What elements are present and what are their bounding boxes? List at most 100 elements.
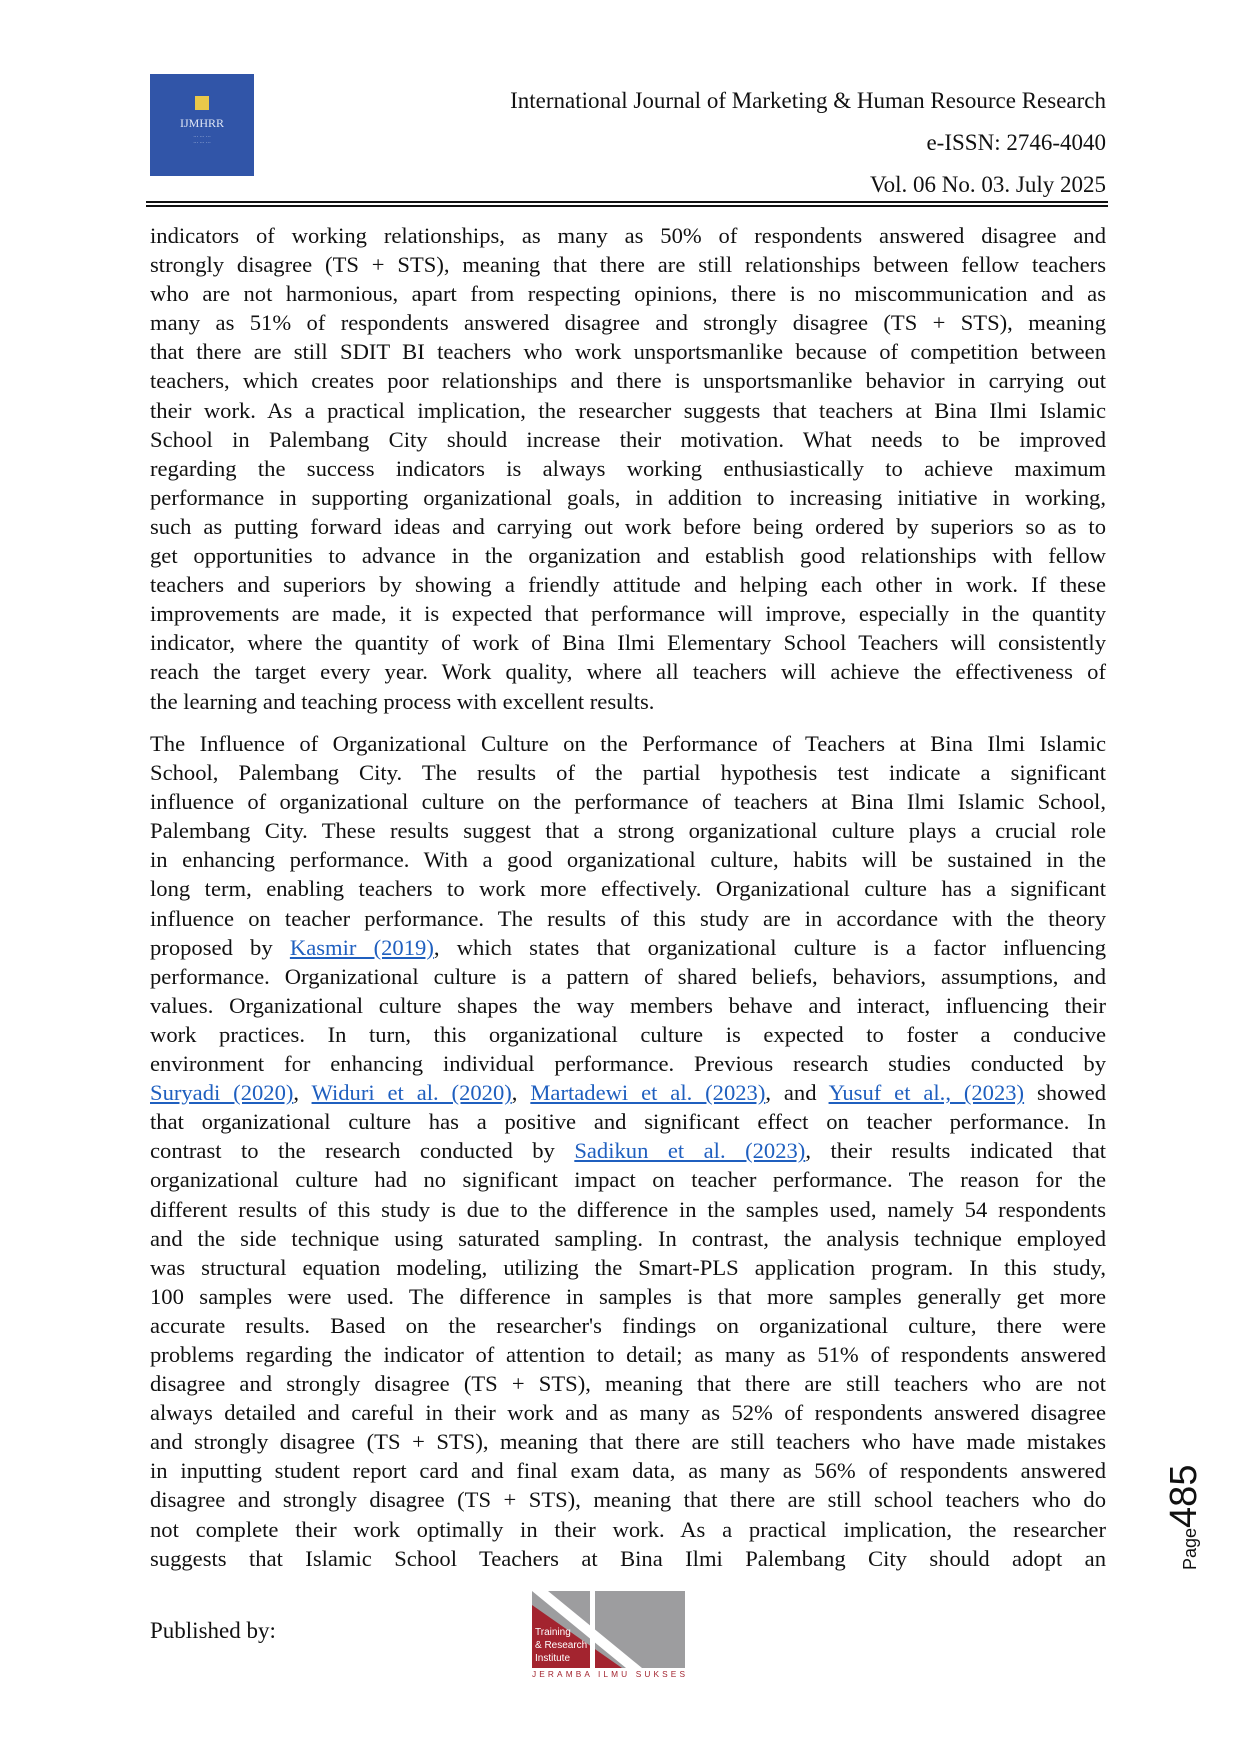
citation-link[interactable]: Suryadi (2020)	[150, 1080, 294, 1106]
text-line: disagree and strongly disagree (TS + STS…	[150, 1485, 1106, 1514]
book-icon	[195, 96, 209, 110]
text-line: and the side technique using saturated s…	[150, 1224, 1106, 1253]
text-segment: , their results indicated that	[805, 1138, 1106, 1164]
text-line: that there are still SDIT BI teachers wh…	[150, 337, 1106, 366]
text-line: influence of organizational culture on t…	[150, 787, 1106, 816]
text-line: proposed by Kasmir (2019), which states …	[150, 933, 1106, 962]
text-line: regarding the success indicators is alwa…	[150, 454, 1106, 483]
text-line: who are not harmonious, apart from respe…	[150, 279, 1106, 308]
journal-volume: Vol. 06 No. 03. July 2025	[870, 172, 1106, 197]
publisher-logo-line: & Research	[535, 1640, 587, 1651]
text-segment: teachers, which creates poor relationshi…	[150, 368, 1106, 394]
text-segment: contrast to the research conducted by	[150, 1138, 575, 1164]
text-line: always detailed and careful in their wor…	[150, 1398, 1106, 1427]
text-line: and strongly disagree (TS + STS), meanin…	[150, 1427, 1106, 1456]
publisher-logo: Training & Research Institute JERAMBA IL…	[532, 1591, 685, 1678]
text-segment: was structural equation modeling, utiliz…	[150, 1254, 1106, 1280]
text-segment: regarding the success indicators is alwa…	[150, 455, 1106, 481]
publisher-logo-line: Institute	[535, 1653, 570, 1664]
page-number-value: 485	[1163, 1464, 1205, 1528]
text-line: different results of this study is due t…	[150, 1195, 1106, 1224]
citation-link[interactable]: Widuri et al. (2020)	[311, 1080, 512, 1106]
journal-issn: e-ISSN: 2746-4040	[926, 130, 1106, 155]
citation-link[interactable]: Yusuf et al., (2023)	[828, 1080, 1025, 1106]
text-segment: and the side technique using saturated s…	[150, 1225, 1106, 1251]
text-segment: many as 51% of respondents answered disa…	[150, 310, 1106, 336]
text-segment: , and	[765, 1080, 829, 1106]
text-segment: suggests that Islamic School Teachers at…	[150, 1545, 1106, 1571]
text-segment: disagree and strongly disagree (TS + STS…	[150, 1487, 1106, 1513]
text-segment: influence of organizational culture on t…	[150, 789, 1106, 815]
text-segment: performance. Organizational culture is a…	[150, 963, 1106, 989]
text-line: organizational culture had no significan…	[150, 1165, 1106, 1194]
header-divider-secondary	[146, 205, 1108, 207]
citation-link[interactable]: Sadikun et al. (2023)	[574, 1138, 806, 1164]
text-line: indicator, where the quantity of work of…	[150, 628, 1106, 657]
page-number: Page485	[1163, 1465, 1206, 1570]
text-segment: long term, enabling teachers to work mor…	[150, 876, 1106, 902]
text-line: accurate results. Based on the researche…	[150, 1311, 1106, 1340]
text-segment: indicator, where the quantity of work of…	[150, 630, 1106, 656]
text-line: suggests that Islamic School Teachers at…	[150, 1544, 1106, 1573]
text-line: The Influence of Organizational Culture …	[150, 729, 1106, 758]
text-segment: ,	[511, 1080, 531, 1106]
text-line: contrast to the research conducted by Sa…	[150, 1136, 1106, 1165]
text-line: work practices. In turn, this organizati…	[150, 1020, 1106, 1049]
text-segment: ,	[293, 1080, 312, 1106]
text-line: in inputting student report card and fin…	[150, 1456, 1106, 1485]
text-line: 100 samples were used. The difference in…	[150, 1282, 1106, 1311]
text-segment: showed	[1024, 1080, 1107, 1106]
body-paragraph-2: The Influence of Organizational Culture …	[150, 729, 1106, 1573]
text-line: indicators of working relationships, as …	[150, 221, 1106, 250]
text-segment: indicators of working relationships, as …	[150, 223, 1106, 248]
text-line: environment for enhancing individual per…	[150, 1049, 1106, 1078]
text-line: the learning and teaching process with e…	[150, 687, 1106, 716]
text-line: improvements are made, it is expected th…	[150, 599, 1106, 628]
text-line: get opportunities to advance in the orga…	[150, 541, 1106, 570]
text-line: Suryadi (2020), Widuri et al. (2020), Ma…	[150, 1078, 1106, 1107]
text-segment: 100 samples were used. The difference in…	[150, 1283, 1106, 1309]
text-line: strongly disagree (TS + STS), meaning th…	[150, 250, 1106, 279]
journal-logo-text: IJMHRR	[179, 116, 224, 130]
text-segment: that there are still SDIT BI teachers wh…	[150, 339, 1106, 365]
text-line: in enhancing performance. With a good or…	[150, 845, 1106, 874]
published-by-label: Published by:	[150, 1618, 276, 1643]
text-segment: , which states that organizational cultu…	[433, 934, 1106, 960]
text-segment: disagree and strongly disagree (TS + STS…	[150, 1371, 1106, 1397]
text-segment: different results of this study is due t…	[150, 1196, 1106, 1222]
text-segment: get opportunities to advance in the orga…	[150, 543, 1106, 569]
text-line: not complete their work optimally in the…	[150, 1515, 1106, 1544]
citation-link[interactable]: Kasmir (2019)	[289, 934, 434, 960]
text-segment: performance in supporting organizational…	[150, 484, 1106, 510]
text-segment: accurate results. Based on the researche…	[150, 1312, 1106, 1338]
text-segment: The Influence of Organizational Culture …	[150, 731, 1106, 756]
text-segment: School in Palembang City should increase…	[150, 426, 1106, 452]
journal-title: International Journal of Marketing & Hum…	[510, 88, 1106, 113]
publisher-tagline: JERAMBA ILMU SUKSES	[532, 1669, 685, 1678]
text-segment: in enhancing performance. With a good or…	[150, 847, 1106, 873]
text-segment: teachers and superiors by showing a frie…	[150, 572, 1106, 598]
text-segment: environment for enhancing individual per…	[150, 1051, 1106, 1077]
text-line: teachers and superiors by showing a frie…	[150, 570, 1106, 599]
header-divider	[146, 201, 1108, 203]
text-segment: strongly disagree (TS + STS), meaning th…	[150, 252, 1106, 278]
text-segment: such as putting forward ideas and carryi…	[150, 513, 1106, 539]
text-line: performance. Organizational culture is a…	[150, 962, 1106, 991]
text-segment: and strongly disagree (TS + STS), meanin…	[150, 1429, 1106, 1455]
text-line: problems regarding the indicator of atte…	[150, 1340, 1106, 1369]
text-segment: Palembang City. These results suggest th…	[150, 818, 1106, 844]
publisher-logo-line: Training	[535, 1627, 571, 1638]
text-segment: organizational culture had no significan…	[150, 1167, 1106, 1193]
text-line: School in Palembang City should increase…	[150, 425, 1106, 454]
text-line: influence on teacher performance. The re…	[150, 904, 1106, 933]
text-line: teachers, which creates poor relationshi…	[150, 366, 1106, 395]
text-segment: improvements are made, it is expected th…	[150, 601, 1106, 627]
citation-link[interactable]: Martadewi et al. (2023)	[530, 1080, 766, 1106]
journal-logo: IJMHRR ··· ··· ······ ··· ···	[150, 74, 254, 176]
text-segment: the learning and teaching process with e…	[150, 688, 655, 714]
text-segment: their work. As a practical implication, …	[150, 397, 1106, 423]
text-line: long term, enabling teachers to work mor…	[150, 874, 1106, 903]
text-line: performance in supporting organizational…	[150, 483, 1106, 512]
text-line: their work. As a practical implication, …	[150, 396, 1106, 425]
